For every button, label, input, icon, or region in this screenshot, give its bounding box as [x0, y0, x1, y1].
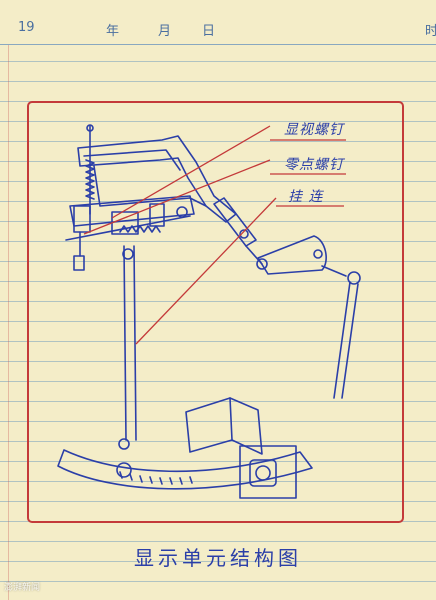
- arc-pivot-left: [116, 462, 132, 478]
- rail-knob: [176, 206, 188, 218]
- arc-scale-ticks: [119, 471, 193, 485]
- leader-line-label-3: [135, 197, 277, 345]
- vertical-rod: [123, 245, 137, 441]
- diagonal-link: [213, 197, 257, 247]
- leader-line-label-1: [111, 125, 271, 219]
- label-zero-screw: 零点螺钉: [284, 157, 344, 173]
- zero-screw-thread: [119, 225, 161, 233]
- cam-arm: [321, 265, 347, 277]
- pointer-rod: [333, 281, 359, 399]
- spring-coil: [85, 159, 95, 200]
- c-frame-lower-arm: [93, 165, 207, 207]
- diagram-caption: 显示单元结构图: [134, 546, 302, 570]
- rail-block-right: [149, 203, 165, 227]
- watermark: 澎湃新闻: [4, 583, 41, 593]
- cam-pivot: [313, 249, 323, 259]
- cam-arm-pivot: [347, 271, 361, 285]
- bottom-bracket-side: [229, 397, 263, 455]
- drawing-frame: [27, 101, 404, 523]
- leader-line-label-2: [83, 159, 271, 235]
- label-display-screw: 显视螺钉: [284, 122, 344, 138]
- nut-inner: [255, 465, 271, 481]
- hanging-weight: [73, 255, 85, 271]
- bottom-bracket: [185, 397, 233, 453]
- arm-pivot: [256, 258, 268, 270]
- header-time: 时: [425, 24, 436, 39]
- rail-block-left: [73, 205, 91, 233]
- link-pivot: [239, 229, 249, 239]
- horizontal-rail: [69, 195, 195, 227]
- arc-pivot-center: [118, 438, 130, 450]
- zero-screw: [65, 215, 191, 241]
- c-frame-inner-line: [83, 149, 181, 171]
- nut-outer: [249, 459, 277, 487]
- label-link: 挂 连: [288, 189, 324, 205]
- notebook-header: 19 年 月 日 时: [0, 0, 436, 45]
- c-frame-bracket: [77, 135, 237, 223]
- margin-line: [8, 0, 9, 600]
- rod-top-pivot: [122, 248, 134, 260]
- screw-head: [86, 124, 94, 132]
- bracket-front-box: [239, 445, 297, 499]
- header-year-prefix: 19: [18, 20, 35, 35]
- header-month: 月: [158, 24, 172, 39]
- header-day: 日: [202, 24, 216, 39]
- arc-scale-outer: [57, 449, 313, 490]
- header-year: 年: [106, 24, 120, 39]
- cam-plate: [257, 235, 327, 275]
